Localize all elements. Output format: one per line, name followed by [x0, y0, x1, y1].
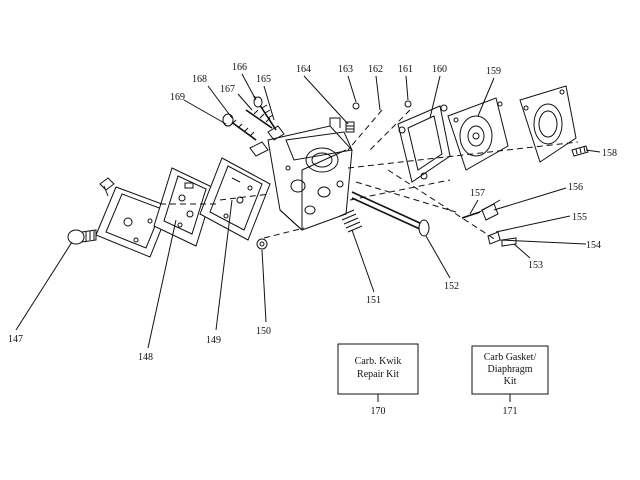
label-163: 163	[338, 64, 353, 75]
spring-151	[339, 209, 363, 233]
label-169: 169	[170, 92, 185, 103]
gasket-kit-line1: Carb Gasket/	[484, 352, 537, 363]
pump-diaphragm-149	[199, 157, 271, 241]
repair-kit-number: 170	[371, 406, 386, 417]
leader-lines	[15, 73, 601, 402]
kit-box-repair: Carb. Kwik Repair Kit 170	[337, 343, 419, 417]
label-148: 148	[138, 352, 153, 363]
kit-box-gasket: Carb Gasket/ Diaphragm Kit 171	[471, 345, 549, 417]
label-159: 159	[486, 66, 501, 77]
label-168: 168	[192, 74, 207, 85]
plug-150	[256, 238, 268, 250]
label-153: 153	[528, 260, 543, 271]
screw-147	[67, 229, 97, 245]
end-cover-plate	[95, 177, 171, 258]
label-166: 166	[232, 62, 247, 73]
small-parts-right	[461, 199, 517, 247]
label-158: 158	[602, 148, 617, 159]
label-157: 157	[470, 188, 485, 199]
gasket-kit-line2: Diaphragm	[488, 364, 533, 375]
label-149: 149	[206, 335, 221, 346]
metering-cover	[519, 85, 577, 163]
label-165: 165	[256, 74, 271, 85]
label-150: 150	[256, 326, 271, 337]
label-164: 164	[296, 64, 311, 75]
gasket-kit-line3: Kit	[504, 376, 517, 387]
label-154: 154	[586, 240, 601, 251]
label-167: 167	[220, 84, 235, 95]
label-161: 161	[398, 64, 413, 75]
label-162: 162	[368, 64, 383, 75]
repair-kit-line1: Carb. Kwik	[355, 356, 402, 367]
alignment-lines	[160, 141, 579, 241]
label-147: 147	[8, 334, 23, 345]
part-labels: 147 148 149 150 151 152 153 154 155 156 …	[8, 62, 617, 363]
label-152: 152	[444, 281, 459, 292]
top-small-parts	[345, 100, 412, 151]
screw-158	[571, 145, 589, 157]
repair-kit-line2: Repair Kit	[357, 369, 399, 380]
gasket-148	[153, 167, 215, 247]
gasket-160	[397, 104, 451, 183]
diaphragm-159	[447, 97, 509, 171]
label-151: 151	[366, 295, 381, 306]
label-160: 160	[432, 64, 447, 75]
carburetor-body	[267, 117, 353, 231]
gasket-kit-number: 171	[503, 406, 518, 417]
label-156: 156	[568, 182, 583, 193]
throttle-shaft-152	[351, 191, 430, 237]
label-155: 155	[572, 212, 587, 223]
